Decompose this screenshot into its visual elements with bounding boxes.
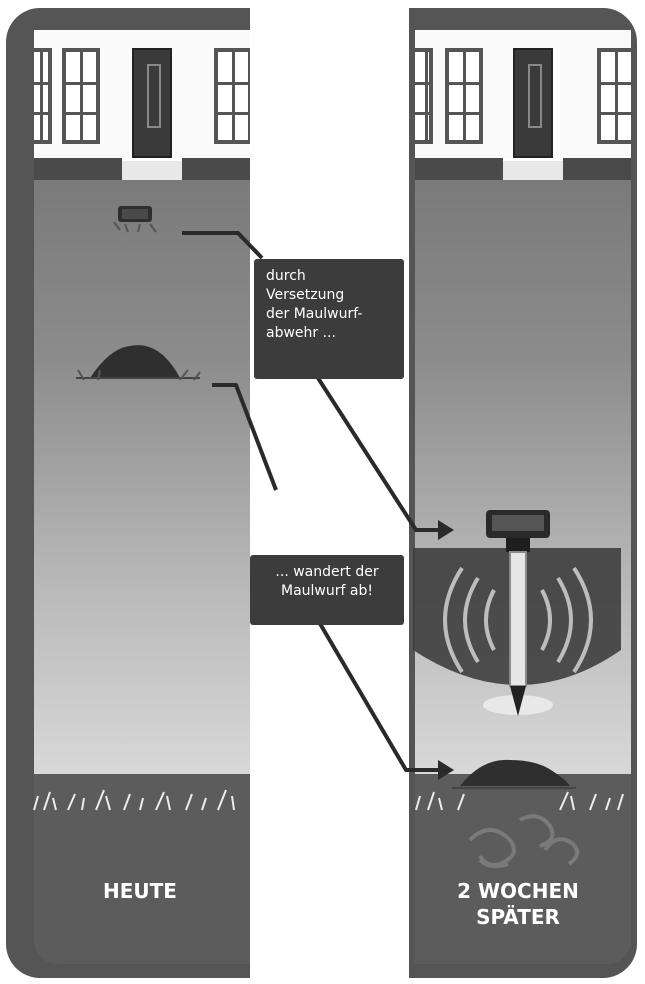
house-window-icon: [415, 48, 433, 144]
door-step: [503, 158, 563, 183]
callout-line: durch: [266, 268, 306, 284]
house-window-icon: [34, 48, 52, 144]
label-line: 2 WOCHEN: [457, 879, 579, 903]
callout-line: der Maulwurf-: [266, 306, 363, 322]
grass-icon: [415, 791, 624, 811]
label-heute: HEUTE: [80, 878, 200, 904]
house-door-icon: [132, 48, 172, 158]
arrow-icon: [438, 520, 454, 780]
house-window-icon: [445, 48, 483, 144]
callout-line: abwehr ...: [266, 325, 336, 341]
label-heute-text: HEUTE: [103, 879, 177, 903]
callout-line: Versetzung: [266, 287, 345, 303]
house-window-icon: [597, 48, 631, 144]
mole-repeller-icon: [486, 510, 550, 716]
house-window-icon: [214, 48, 252, 144]
mole-repeller-icon: [113, 206, 157, 233]
molehill-icon: [76, 345, 201, 381]
center-strip: [250, 0, 409, 984]
panel-zwei-wochen-spaeter: [415, 30, 631, 964]
molehill-icon: [452, 759, 576, 789]
grass-icon: [33, 789, 235, 811]
label-zwei-wochen-spaeter: 2 WOCHEN SPÄTER: [430, 878, 606, 930]
house-door-icon: [513, 48, 553, 158]
door-step: [122, 158, 182, 183]
soil: [415, 774, 631, 964]
sound-wave-icon: [443, 566, 593, 674]
mole-tunnel-icon: [468, 814, 580, 869]
arrow-icon: [182, 231, 446, 772]
callout-line: ... wandert der: [275, 564, 379, 580]
callout-box-versetzung: durch Versetzung der Maulwurf- abwehr ..…: [254, 259, 404, 379]
house-window-icon: [62, 48, 100, 144]
callout-box-maulwurf: ... wandert der Maulwurf ab!: [250, 555, 404, 625]
label-line: SPÄTER: [476, 905, 560, 929]
callout-line: Maulwurf ab!: [281, 583, 373, 599]
lawn-surface: [34, 180, 256, 774]
